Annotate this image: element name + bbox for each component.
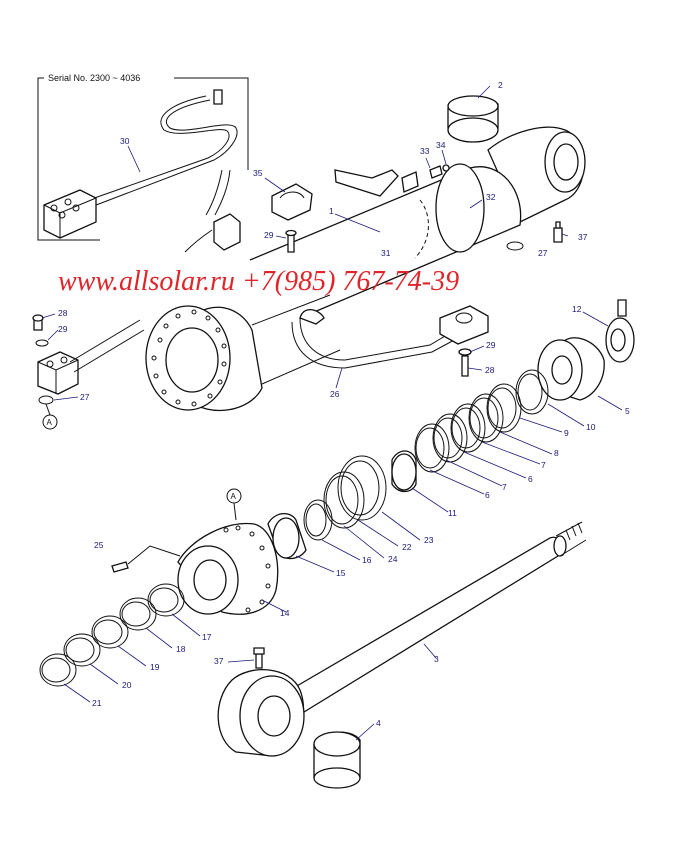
pipe-block-left (37, 351, 79, 395)
callout-24: 24 (388, 554, 398, 564)
piston-seal-stack: 12 5 10 9 8 7 6 7 6 11 (391, 299, 635, 518)
callout-18: 18 (176, 644, 186, 654)
callout-28-left: 28 (58, 308, 68, 318)
callout-26: 26 (330, 389, 340, 399)
pipe-block-right (439, 305, 489, 345)
flange-bolt-holes (151, 309, 227, 407)
callout-7b: 7 (502, 482, 507, 492)
callout-31: 31 (381, 248, 391, 258)
head-seals: 23 22 24 16 15 (267, 455, 434, 578)
callout-30: 30 (120, 136, 130, 146)
callout-32: 32 (486, 192, 496, 202)
callout-3: 3 (434, 654, 439, 664)
barrel-bracket (334, 169, 399, 197)
rod-seals: 17 18 19 20 21 (39, 583, 212, 708)
callout-6a: 6 (528, 474, 533, 484)
callout-37-bottom: 37 (214, 656, 224, 666)
callout-27-top: 27 (538, 248, 548, 258)
callout-27-mid: 27 (80, 392, 90, 402)
callout-2: 2 (498, 80, 503, 90)
callout-17: 17 (202, 632, 212, 642)
serial-label: Serial No. 2300 ~ 4036 (48, 73, 140, 83)
cylinder-head: A 14 25 (94, 488, 290, 618)
callout-15: 15 (336, 568, 346, 578)
callout-21: 21 (92, 698, 102, 708)
callout-34: 34 (436, 140, 446, 150)
ref-marker-a-left: A (47, 418, 53, 427)
callout-5: 5 (625, 406, 630, 416)
callout-29-left: 29 (58, 324, 68, 334)
callout-29-right: 29 (486, 340, 496, 350)
callout-29-top: 29 (264, 230, 274, 240)
callout-28-right: 28 (485, 365, 495, 375)
callout-4: 4 (376, 718, 381, 728)
callout-9: 9 (564, 428, 569, 438)
callout-10: 10 (586, 422, 596, 432)
inset-block (43, 189, 97, 239)
serial-inset: Serial No. 2300 ~ 4036 30 (37, 73, 249, 241)
callout-7a: 7 (541, 460, 546, 470)
callout-25: 25 (94, 540, 104, 550)
cylinder-barrel-group: 2 1 33 34 35 29 32 31 37 27 (184, 80, 588, 319)
callout-37-top: 37 (578, 232, 588, 242)
callout-22: 22 (402, 542, 412, 552)
cylinder-head-group: A 27 29 28 29 28 26 (32, 294, 496, 430)
callout-1: 1 (329, 206, 334, 216)
callout-23: 23 (424, 535, 434, 545)
clamp (271, 183, 313, 221)
piston-rod: 3 4 37 (214, 521, 587, 789)
callout-16: 16 (362, 555, 372, 565)
callout-14: 14 (280, 608, 290, 618)
callout-11: 11 (448, 508, 457, 518)
head-bushing (272, 517, 300, 559)
callout-20: 20 (122, 680, 132, 690)
callout-8: 8 (554, 448, 559, 458)
gland-bushing (391, 453, 417, 491)
watermark-contact: www.allsolar.ru +7(985) 767-74-39 (58, 266, 459, 297)
inset-fitting-top (213, 89, 223, 105)
callout-33: 33 (420, 146, 430, 156)
callout-12: 12 (572, 304, 582, 314)
callout-35: 35 (253, 168, 263, 178)
ref-marker-a-head: A (231, 492, 237, 501)
callout-19: 19 (150, 662, 160, 672)
callout-6b: 6 (485, 490, 490, 500)
